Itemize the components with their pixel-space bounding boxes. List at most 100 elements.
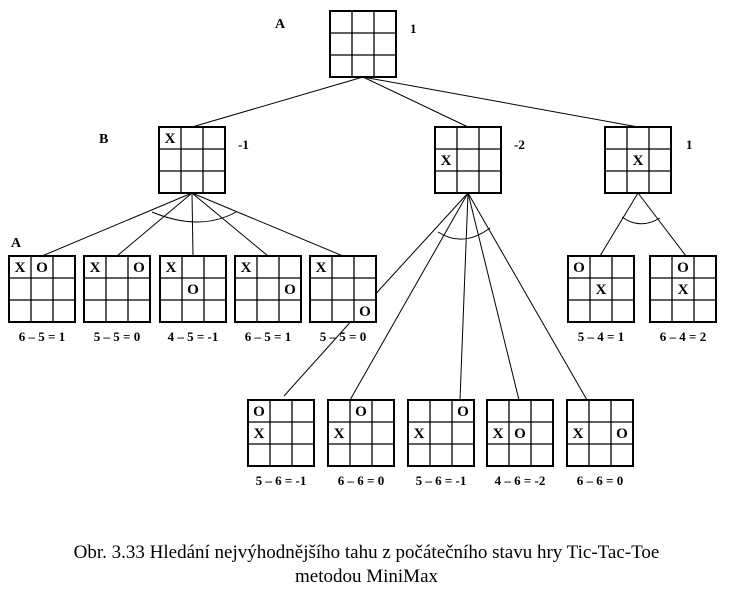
- o-mark: O: [573, 260, 585, 276]
- tree-edge: [459, 192, 469, 401]
- tree-edge: [467, 192, 588, 401]
- x-mark: X: [414, 426, 425, 442]
- evaluation-label: 5 – 6 = -1: [416, 473, 467, 488]
- leaf-board-corner-5: X O 5 – 5 = 0: [309, 255, 377, 344]
- center-move-score: 1: [686, 137, 693, 152]
- board-frame: [604, 126, 672, 194]
- evaluation-label: 5 – 6 = -1: [256, 473, 307, 488]
- x-mark: X: [241, 260, 252, 276]
- x-mark: X: [15, 260, 26, 276]
- board-frame: [158, 126, 226, 194]
- o-mark: O: [457, 404, 469, 420]
- board-frame: [234, 255, 302, 323]
- minimax-arc: [621, 216, 661, 225]
- o-mark: O: [616, 426, 628, 442]
- minimax-arcs: [151, 211, 661, 240]
- level-label-reply: A: [11, 236, 22, 251]
- leaf-board-edge-5: X O 6 – 6 = 0: [566, 399, 634, 488]
- o-mark: O: [677, 260, 689, 276]
- evaluation-label: 6 – 5 = 1: [245, 329, 291, 344]
- x-mark: X: [316, 260, 327, 276]
- figure-caption-line-1: Obr. 3.33 Hledání nejvýhodnějšího tahu z…: [73, 542, 660, 563]
- corner-move-score: -1: [238, 137, 249, 152]
- board-frame: [649, 255, 717, 323]
- o-mark: O: [359, 304, 371, 320]
- evaluation-label: 4 – 6 = -2: [495, 473, 546, 488]
- o-mark: O: [36, 260, 48, 276]
- o-mark: O: [514, 426, 526, 442]
- figure-caption-line-2: metodou MiniMax: [294, 566, 439, 587]
- board-x-edge: X: [434, 126, 502, 194]
- tree-edge: [191, 192, 269, 257]
- tree-edge: [362, 76, 469, 128]
- x-mark: X: [441, 153, 452, 169]
- o-mark: O: [133, 260, 145, 276]
- level-label-first-move: B: [99, 132, 108, 147]
- tree-edge: [116, 192, 193, 257]
- tree-edge: [191, 192, 344, 257]
- minimax-arc: [151, 211, 237, 223]
- x-mark: X: [573, 426, 584, 442]
- board-frame: [329, 10, 397, 78]
- board-frame: [566, 399, 634, 467]
- tree-edges: [41, 76, 687, 401]
- leaf-board-edge-1: OX 5 – 6 = -1: [247, 399, 315, 488]
- x-mark: X: [166, 260, 177, 276]
- board-frame: [83, 255, 151, 323]
- board-frame: [407, 399, 475, 467]
- leaf-board-center-2: OX 6 – 4 = 2: [649, 255, 717, 344]
- leaf-board-corner-4: X O 6 – 5 = 1: [234, 255, 302, 344]
- board-frame: [434, 126, 502, 194]
- leaf-board-corner-2: X O 5 – 5 = 0: [83, 255, 151, 344]
- evaluation-label: 6 – 6 = 0: [577, 473, 623, 488]
- leaf-board-edge-2: OX6 – 6 = 0: [327, 399, 395, 488]
- edge-move-score: -2: [514, 137, 525, 152]
- evaluation-label: 6 – 5 = 1: [19, 329, 65, 344]
- board-frame: [8, 255, 76, 323]
- tree-edge: [349, 192, 469, 401]
- tree-edge: [191, 76, 364, 128]
- evaluation-label: 6 – 6 = 0: [338, 473, 384, 488]
- board-frame: [327, 399, 395, 467]
- o-mark: O: [253, 404, 265, 420]
- x-mark: X: [596, 282, 607, 298]
- x-mark: X: [493, 426, 504, 442]
- minimax-arc: [437, 227, 491, 240]
- o-mark: O: [355, 404, 367, 420]
- tree-edge: [599, 192, 639, 257]
- root-score: 1: [410, 21, 417, 36]
- board-frame: [159, 255, 227, 323]
- board-frame: [486, 399, 554, 467]
- tree-edge: [467, 192, 520, 401]
- board-frame: [247, 399, 315, 467]
- o-mark: O: [187, 282, 199, 298]
- board-frame: [309, 255, 377, 323]
- evaluation-label: 5 – 5 = 0: [94, 329, 140, 344]
- x-mark: X: [90, 260, 101, 276]
- x-mark: X: [254, 426, 265, 442]
- level-label-root: A: [275, 17, 286, 32]
- evaluation-label: 5 – 4 = 1: [578, 329, 624, 344]
- board-x-center: X: [604, 126, 672, 194]
- x-mark: X: [678, 282, 689, 298]
- board-frame: [567, 255, 635, 323]
- evaluation-label: 5 – 5 = 0: [320, 329, 366, 344]
- evaluation-label: 6 – 4 = 2: [660, 329, 706, 344]
- x-mark: X: [633, 153, 644, 169]
- board-x-corner: X: [158, 126, 226, 194]
- leaf-board-corner-3: XO 4 – 5 = -1: [159, 255, 227, 344]
- leaf-board-center-1: OX 5 – 4 = 1: [567, 255, 635, 344]
- tree-edge: [191, 192, 194, 257]
- x-mark: X: [165, 131, 176, 147]
- evaluation-label: 4 – 5 = -1: [168, 329, 219, 344]
- o-mark: O: [284, 282, 296, 298]
- root-board-empty: [329, 10, 397, 78]
- tree-edge: [362, 76, 639, 128]
- tree-edge: [380, 192, 469, 289]
- tree-edge: [637, 192, 687, 257]
- leaf-board-edge-3: O X 5 – 6 = -1: [407, 399, 475, 488]
